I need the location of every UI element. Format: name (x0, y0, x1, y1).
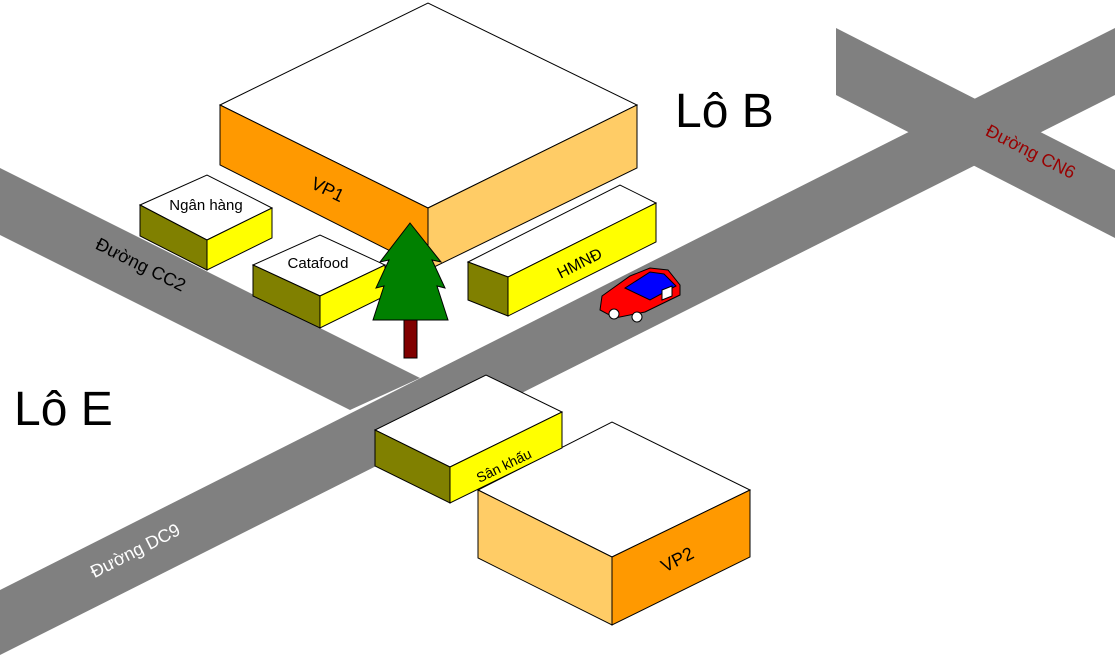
lot-label-b: Lô B (675, 85, 774, 138)
building-bank: Ngân hàng (138, 174, 274, 271)
roads (0, 28, 1115, 655)
road-dc9 (0, 28, 1115, 655)
road-cc2 (0, 168, 420, 410)
building-catafood: Catafood (251, 234, 387, 329)
lot-label-e: Lô E (14, 383, 113, 436)
building-stage: Sân khấu (373, 374, 564, 504)
building-vp1: VP1 (218, 2, 639, 271)
car-icon (599, 267, 681, 323)
building-label-catafood: Catafood (288, 255, 349, 272)
building-hmnd: HMNĐ (466, 184, 658, 317)
building-label-bank: Ngân hàng (169, 197, 242, 214)
pine-tree-icon (372, 222, 449, 359)
